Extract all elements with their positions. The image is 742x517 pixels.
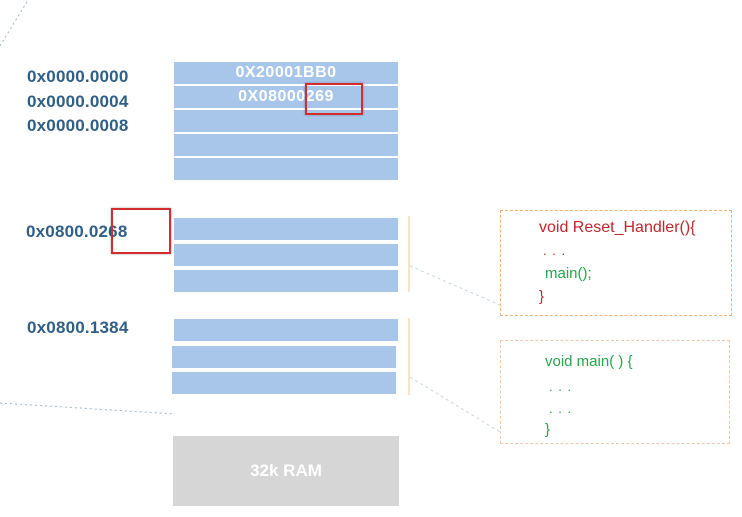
main-call: main();	[545, 265, 592, 282]
ram-block: 32k RAM	[173, 436, 399, 506]
address-label-0004: 0x0000.0004	[27, 92, 129, 111]
memory-cell	[174, 110, 398, 132]
address-label-0000: 0x0000.0000	[27, 67, 129, 86]
guide-line-top-left	[0, 0, 29, 47]
memory-cell-reset-vector: 0X08000269	[174, 86, 398, 108]
memory-cell-main	[172, 372, 396, 394]
memory-cell-main	[172, 346, 396, 368]
memory-cell-main	[174, 319, 398, 341]
memory-cell-reset-handler	[174, 270, 398, 292]
memory-cell-reset-handler	[174, 218, 398, 240]
address-label-reset: 0x0800.0268	[26, 222, 128, 241]
reset-handler-ellipsis: . . .	[543, 243, 567, 258]
memory-cell	[174, 134, 398, 156]
connector-reset	[409, 265, 501, 306]
reset-handler-signature: void Reset_Handler(){	[539, 219, 696, 236]
reset-handler-close-brace: }	[539, 288, 545, 305]
main-ellipsis-1: . . .	[549, 379, 573, 394]
memory-cell	[174, 158, 398, 180]
address-label-main: 0x0800.1384	[27, 318, 129, 337]
main-signature: void main( ) {	[545, 353, 633, 370]
guide-line-bottom-left	[0, 402, 176, 415]
connector-main	[409, 376, 501, 433]
highlight-box-reset-address	[111, 208, 171, 254]
reset-vector-value: 0X08000269	[238, 88, 334, 105]
main-close-brace: }	[545, 421, 551, 438]
memory-cell-reset-handler	[174, 244, 398, 266]
highlight-box-vector-value	[305, 83, 363, 115]
stack-pointer-value: 0X20001BB0	[235, 64, 337, 81]
main-ellipsis-2: . . .	[549, 401, 573, 416]
main-code-box: void main( ) { . . . . . . }	[500, 340, 730, 444]
address-label-0008: 0x0000.0008	[27, 116, 129, 135]
ram-label: 32k RAM	[250, 461, 322, 480]
memory-cell-stack-pointer: 0X20001BB0	[174, 62, 398, 84]
reset-handler-code-box: void Reset_Handler(){ . . . main(); }	[500, 210, 732, 316]
